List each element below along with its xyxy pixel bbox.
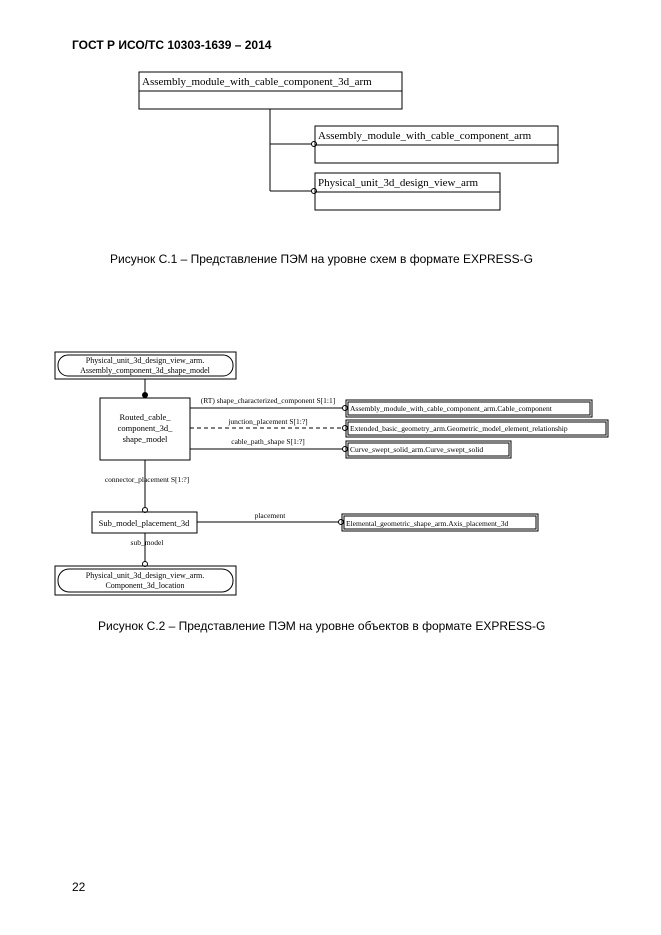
fig2-ref4-box (341, 513, 539, 532)
fig2-ref1-label: Assembly_module_with_cable_component_arm… (350, 404, 553, 413)
fig2-bottom-ref-line1: Physical_unit_3d_design_view_arm. (86, 571, 204, 580)
fig2-ref3-box (345, 440, 512, 459)
fig2-sub-label: Sub_model_placement_3d (99, 518, 190, 528)
fig2-bottom-ref (54, 565, 237, 596)
fig2-ref4-label: Elemental_geometric_shape_arm.Axis_place… (346, 519, 508, 528)
document-header: ГОСТ Р ИСО/ТС 10303-1639 – 2014 (72, 38, 272, 52)
figure1-diagram (138, 71, 559, 211)
fig2-ref1-box (345, 399, 593, 418)
fig1-child1-label: Assembly_module_with_cable_component_arm (318, 130, 532, 142)
fig2-entity-line2: component_3d_ (118, 423, 174, 433)
fig2-label-shape-char: (RT) shape_characterized_component S[1:1… (201, 396, 336, 405)
fig2-ref3-label: Curve_swept_solid_arm.Curve_swept_solid (350, 445, 483, 454)
fig2-label-connector: connector_placement S[1:?] (105, 475, 189, 484)
fig2-top-ref-line2: Assembly_component_3d_shape_model (80, 366, 211, 375)
fig2-label-placement: placement (255, 511, 287, 520)
fig1-child2-label: Physical_unit_3d_design_view_arm (318, 177, 479, 189)
figure1-caption: Рисунок С.1 – Представление ПЭМ на уровн… (110, 252, 534, 266)
fig2-label-cable-path: cable_path_shape S[1:?] (231, 437, 305, 446)
fig2-top-ref-line1: Physical_unit_3d_design_view_arm. (86, 356, 204, 365)
page-number: 22 (72, 880, 86, 894)
fig2-ref2-label: Extended_basic_geometry_arm.Geometric_mo… (350, 424, 568, 433)
fig1-child1-box (314, 125, 559, 164)
fig2-entity-line1: Routed_cable_ (120, 412, 172, 422)
fig2-label-junction: junction_placement S[1:?] (227, 417, 307, 426)
fig2-entity-line3: shape_model (123, 434, 168, 444)
figure2-diagram (54, 351, 609, 596)
fig2-bottom-ref-line2: Component_3d_location (105, 581, 184, 590)
fig2-label-sub-model: sub_model (131, 538, 164, 547)
fig2-ref2-box (345, 419, 609, 438)
fig1-child2-box (314, 172, 501, 211)
fig1-main-label: Assembly_module_with_cable_component_3d_… (142, 76, 372, 88)
figure2-caption: Рисунок С.2 – Представление ПЭМ на уровн… (98, 619, 546, 633)
